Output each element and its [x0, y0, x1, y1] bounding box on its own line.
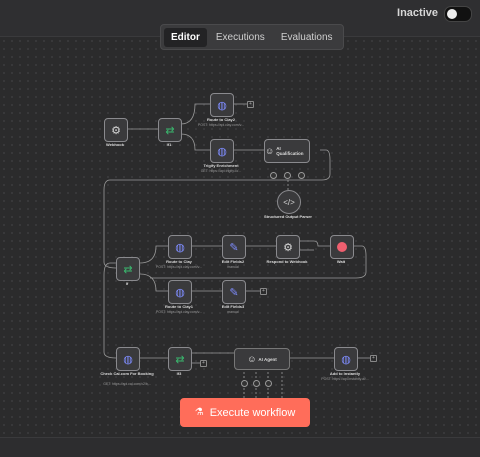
memory-port[interactable]: [253, 380, 260, 387]
instantly-label: Add to Instantly: [329, 371, 361, 376]
memory-port[interactable]: [298, 172, 305, 179]
route-clay-sub: POST: https://api.clay.com/v...: [155, 265, 203, 269]
globe-icon: ◍: [175, 286, 185, 299]
respond-webhook-label: Respond to Webhook: [266, 259, 308, 264]
structured-parser-label: Structured Output Parser: [263, 214, 312, 219]
webhook-icon: ⚙: [111, 124, 121, 137]
ai-agent-node[interactable]: ☺ AI Agent: [234, 348, 290, 370]
route-clay2-node[interactable]: ◍: [210, 93, 234, 117]
trigify-label: Trigify Enrichment: [203, 163, 239, 168]
if-node-label: If: [125, 281, 129, 286]
wait-label: Wait: [336, 259, 346, 264]
model-port[interactable]: [270, 172, 277, 179]
workflow-status-label: Inactive: [397, 7, 438, 19]
webhook-icon: ⚙: [283, 241, 293, 254]
respond-webhook-node[interactable]: ⚙: [276, 235, 300, 259]
robot-icon: ☺: [247, 354, 257, 364]
pause-icon: [337, 242, 347, 252]
trigify-node[interactable]: ◍: [210, 139, 234, 163]
execute-workflow-button[interactable]: ⚗ Execute workflow: [180, 398, 310, 427]
instantly-node[interactable]: ◍: [334, 347, 358, 371]
route-clay-label: Route to Clay: [166, 259, 192, 264]
globe-icon: ◍: [217, 99, 227, 112]
tab-editor[interactable]: Editor: [164, 27, 207, 47]
route-clay1-label: Route to Clay1: [164, 304, 193, 309]
check-cal-sub: GET: https://api.cal.com/v2/b...: [103, 382, 151, 386]
execute-workflow-label: Execute workflow: [209, 406, 296, 419]
if3-label: If3: [176, 371, 182, 376]
if1-node-label: If1: [166, 142, 172, 147]
edit-fields2-node[interactable]: ✎: [222, 235, 246, 259]
edit-fields3-node[interactable]: ✎: [222, 280, 246, 304]
edit-fields3-label: Edit Fields3: [221, 304, 245, 309]
check-cal-node[interactable]: ◍: [116, 347, 140, 371]
add-node-button[interactable]: +: [260, 288, 267, 295]
tool-port[interactable]: [265, 380, 272, 387]
ai-qualification-node[interactable]: ☺ AI Qualification: [264, 139, 310, 163]
if3-node[interactable]: ⇄: [168, 347, 192, 371]
globe-icon: ◍: [175, 241, 185, 254]
parser-port[interactable]: [284, 172, 291, 179]
if-branch-icon: ⇄: [175, 353, 185, 366]
route-clay1-node[interactable]: ◍: [168, 280, 192, 304]
code-icon: </>: [283, 197, 295, 207]
edit-fields2-label: Edit Fields2: [221, 259, 245, 264]
toggle-knob: [447, 9, 457, 19]
view-tabs: Editor Executions Evaluations: [160, 24, 344, 50]
tab-executions[interactable]: Executions: [215, 31, 265, 43]
route-clay-node[interactable]: ◍: [168, 235, 192, 259]
edit-fields2-sub: manual: [227, 265, 239, 269]
robot-icon: ☺: [265, 146, 275, 156]
add-node-button[interactable]: +: [370, 355, 377, 362]
wait-node[interactable]: [330, 235, 354, 259]
if1-node[interactable]: ⇄: [158, 118, 182, 142]
check-cal-label: Check Cal.com For Booking: [100, 371, 154, 376]
globe-icon: ◍: [341, 353, 351, 366]
pencil-icon: ✎: [229, 241, 239, 254]
if-branch-icon: ⇄: [123, 263, 133, 276]
ai-qualification-label: AI Qualification: [276, 146, 304, 156]
trigify-sub: GET: https://api.trigify.io/...: [200, 169, 242, 173]
active-toggle[interactable]: [444, 6, 472, 22]
instantly-sub: POST: https://api.instantly.ai/...: [321, 377, 369, 381]
tab-evaluations[interactable]: Evaluations: [280, 31, 333, 43]
if-node[interactable]: ⇄: [116, 257, 140, 281]
route-clay2-sub: POST: https://api.clay.com/v...: [197, 123, 245, 127]
structured-parser-node[interactable]: </>: [277, 190, 301, 214]
pencil-icon: ✎: [229, 286, 239, 299]
if-branch-icon: ⇄: [165, 124, 175, 137]
route-clay2-label: Route to Clay2: [206, 117, 235, 122]
webhook-node[interactable]: ⚙: [104, 118, 128, 142]
globe-icon: ◍: [217, 145, 227, 158]
webhook-node-label: Webhook: [106, 142, 124, 147]
route-clay1-sub: POST: https://api.clay.com/v...: [155, 310, 203, 314]
add-node-button[interactable]: +: [200, 360, 207, 367]
flask-icon: ⚗: [194, 407, 204, 418]
ai-agent-label: AI Agent: [258, 356, 277, 362]
bottom-bar: [0, 437, 480, 457]
model-port[interactable]: [241, 380, 248, 387]
edit-fields3-sub: manual: [227, 310, 239, 314]
add-node-button[interactable]: +: [247, 101, 254, 108]
globe-icon: ◍: [123, 353, 133, 366]
